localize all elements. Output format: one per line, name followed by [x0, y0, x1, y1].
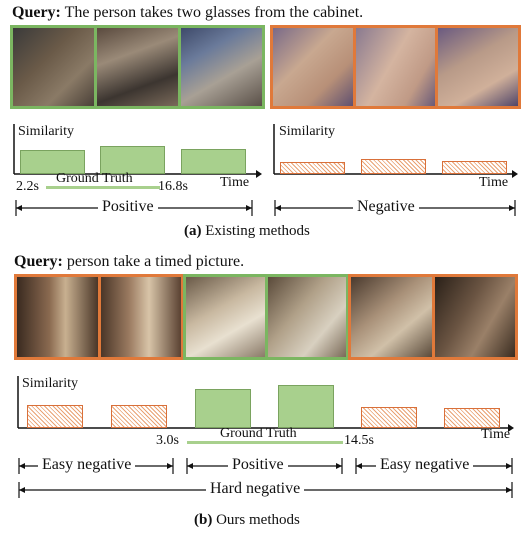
- video-frame: [267, 277, 346, 357]
- positive-frames-a: [10, 25, 265, 109]
- similarity-chart-b: [17, 376, 514, 432]
- span-arrows-a: [15, 200, 516, 216]
- easy-negative-label-right: Easy negative: [376, 456, 474, 474]
- gt-start-a: 2.2s: [16, 179, 39, 194]
- positive-similarity-bar: [181, 149, 246, 174]
- hard-negative-label: Hard negative: [206, 480, 305, 498]
- similarity-chart-negative-a: [273, 124, 518, 178]
- ground-truth-label-a: Ground Truth: [56, 171, 133, 186]
- negative-similarity-bar: [442, 161, 507, 174]
- video-frame: [100, 277, 181, 357]
- gt-start-b: 3.0s: [156, 433, 179, 448]
- positive-similarity-bar: [278, 385, 334, 428]
- positive-similarity-bar: [195, 389, 251, 428]
- caption-a-letter: (a): [184, 223, 202, 239]
- easy-negative-frames-left: [14, 274, 184, 360]
- easy-negative-frames-right: [348, 274, 518, 360]
- time-label-b: Time: [481, 427, 511, 442]
- time-label-a1: Time: [220, 175, 250, 190]
- x-axis-arrow: [512, 170, 518, 178]
- ground-truth-line-a: [46, 186, 160, 189]
- x-axis-arrow: [256, 170, 262, 178]
- negative-frames-a: [270, 25, 521, 109]
- caption-a: (a) Existing methods: [184, 223, 310, 240]
- caption-b: (b) Ours methods: [194, 512, 300, 529]
- video-frame: [434, 277, 515, 357]
- x-axis-arrow: [508, 424, 514, 432]
- positive-label-a: Positive: [98, 198, 158, 216]
- query-a: Query: The person takes two glasses from…: [12, 4, 363, 22]
- query-b: Query: person take a timed picture.: [14, 253, 244, 271]
- video-frame: [273, 28, 353, 106]
- negative-similarity-bar: [444, 408, 500, 428]
- gt-end-a: 16.8s: [158, 179, 188, 194]
- query-a-text: The person takes two glasses from the ca…: [64, 4, 364, 21]
- negative-label-a: Negative: [353, 198, 419, 216]
- negative-similarity-bar: [361, 407, 417, 428]
- negative-similarity-bar: [27, 405, 83, 428]
- similarity-label-b: Similarity: [22, 376, 78, 391]
- video-frame: [97, 28, 178, 106]
- ground-truth-line-b: [187, 441, 343, 444]
- video-frame: [186, 277, 265, 357]
- video-frame: [438, 28, 519, 106]
- ground-truth-label-b: Ground Truth: [220, 426, 297, 441]
- video-frame: [13, 28, 94, 106]
- video-frame: [17, 277, 98, 357]
- query-b-label: Query:: [14, 253, 63, 270]
- positive-similarity-bar: [100, 146, 165, 174]
- positive-label-b: Positive: [228, 456, 288, 474]
- gt-end-b: 14.5s: [344, 433, 374, 448]
- positive-frames-b: [183, 274, 349, 360]
- query-a-label: Query:: [12, 4, 61, 21]
- similarity-label-a1: Similarity: [18, 124, 74, 139]
- query-b-text: person take a timed picture.: [66, 253, 245, 270]
- easy-negative-label-left: Easy negative: [38, 456, 136, 474]
- video-frame: [351, 277, 432, 357]
- caption-b-letter: (b): [194, 512, 213, 528]
- negative-similarity-bar: [111, 405, 167, 428]
- video-frame: [355, 28, 436, 106]
- video-frame: [181, 28, 262, 106]
- caption-b-text: Ours methods: [216, 512, 300, 528]
- similarity-chart-positive-a: [13, 124, 262, 178]
- negative-similarity-bar: [280, 162, 345, 174]
- similarity-label-a2: Similarity: [279, 124, 335, 139]
- caption-a-text: Existing methods: [205, 223, 310, 239]
- negative-similarity-bar: [361, 159, 426, 174]
- time-label-a2: Time: [479, 175, 509, 190]
- positive-similarity-bar: [20, 150, 85, 174]
